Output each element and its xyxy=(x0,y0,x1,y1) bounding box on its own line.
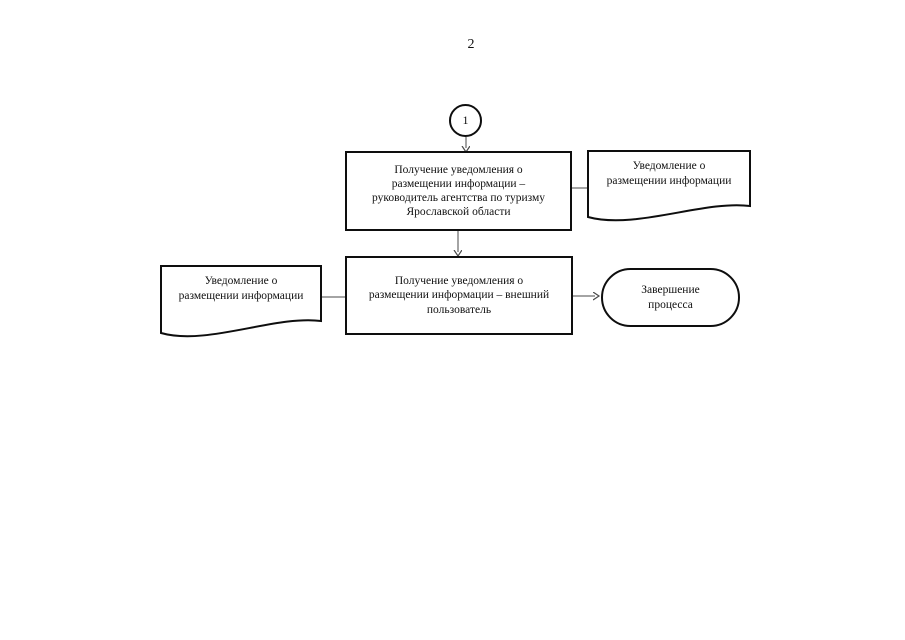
document-text: Уведомление о размещении информации xyxy=(587,159,751,188)
text-line: Получение уведомления о xyxy=(394,163,523,176)
terminator-process-end: Завершение процесса xyxy=(601,268,740,327)
document-shape-path xyxy=(160,265,322,338)
process-box-receive-notification-agency-head: Получение уведомления о размещении инфор… xyxy=(345,151,572,231)
offpage-connector-circle: 1 xyxy=(449,104,482,137)
connector-circle-label: 1 xyxy=(462,113,469,127)
text-line: руководитель агентства по туризму xyxy=(371,192,546,204)
text-line: размещении информации xyxy=(606,174,732,187)
text-line: Получение уведомления о xyxy=(394,275,524,288)
text-line: пользователь xyxy=(426,303,492,316)
text-line: Завершение xyxy=(641,284,700,296)
text-line: процесса xyxy=(648,298,693,311)
text-line: Уведомление о xyxy=(632,160,706,172)
document-shape-path xyxy=(587,150,751,222)
text-line: Уведомление о xyxy=(204,275,278,287)
text-line: размещении информации xyxy=(178,289,304,302)
document-shape-notification-left: Уведомление о размещении информации xyxy=(160,265,322,343)
document-text: Уведомление о размещении информации xyxy=(160,274,322,303)
page-number: 2 xyxy=(467,37,475,52)
text-line: Ярославской области xyxy=(406,206,511,219)
document-shape-outline xyxy=(587,150,751,222)
text-line: размещении информации – внешний xyxy=(368,289,550,302)
document-shape-notification-right: Уведомление о размещении информации xyxy=(587,150,751,228)
text-line: размещении информации – xyxy=(391,177,526,190)
document-shape-outline xyxy=(160,265,322,338)
process-box-receive-notification-external-user: Получение уведомления о размещении инфор… xyxy=(345,256,573,335)
